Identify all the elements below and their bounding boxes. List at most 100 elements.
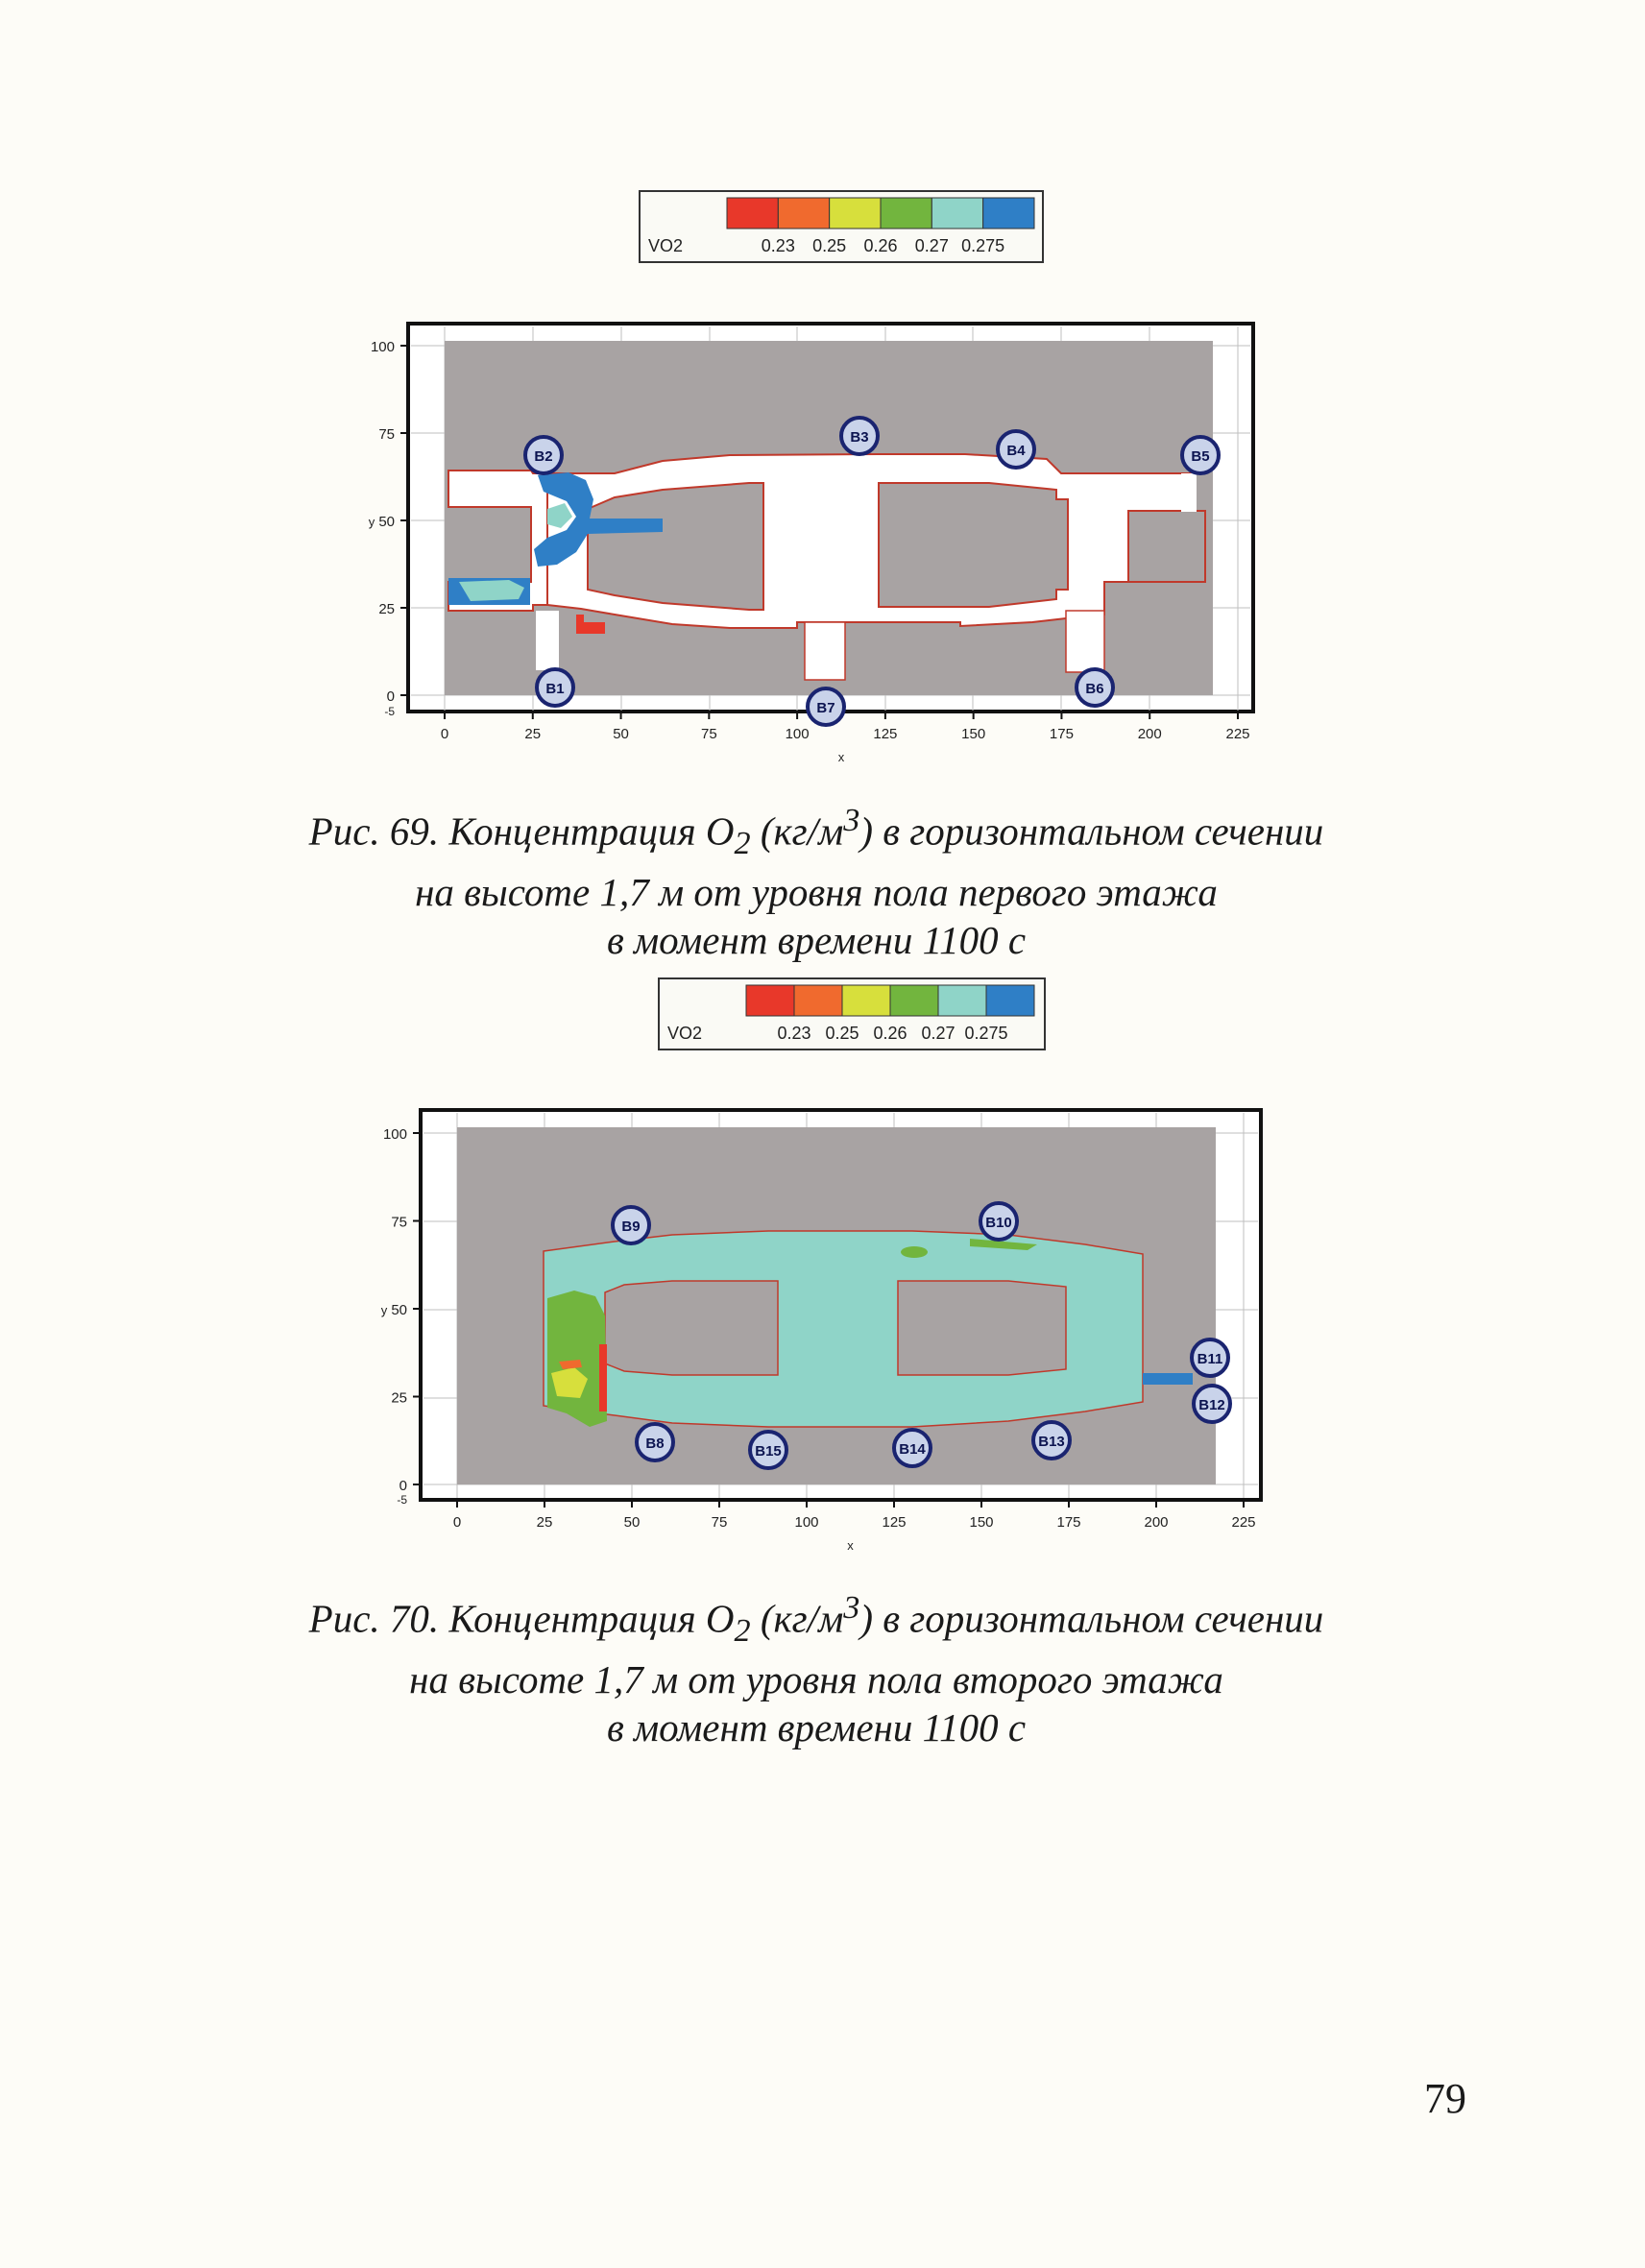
y-tick-label: 25 [391, 1390, 407, 1407]
marker-label: B12 [1198, 1397, 1225, 1413]
x-tick-label: 75 [701, 726, 717, 742]
marker-circle [635, 1422, 675, 1462]
x-tick-label: 125 [873, 726, 897, 742]
marker-circle [535, 667, 575, 708]
marker-circle [523, 435, 564, 475]
o2-patch-green [547, 1291, 607, 1427]
marker-label: B5 [1191, 448, 1209, 465]
exit-b1 [536, 611, 559, 670]
x-tick-label: 150 [969, 1514, 993, 1531]
x-tick-label: 175 [1056, 1514, 1080, 1531]
right-inner-block [878, 482, 1069, 608]
right-block [1127, 510, 1206, 583]
x-tick-label: 100 [794, 1514, 818, 1531]
o2-patch-blue [534, 472, 663, 567]
y-tick-label: 0 [387, 688, 395, 705]
caption-line1: Рис. 70. Концентрация O2 (кг/м3) в гориз… [308, 1590, 1324, 1649]
marker-label: B8 [645, 1436, 664, 1452]
inner-block-right [897, 1280, 1067, 1376]
y-min-label: -5 [384, 705, 395, 718]
caption-line2: на высоте 1,7 м от уровня пола второго э… [409, 1656, 1223, 1701]
marker-circle [996, 429, 1036, 470]
caption-line2: на высоте 1,7 м от уровня пола первого э… [415, 869, 1218, 914]
marker-label: B2 [534, 448, 552, 465]
x-tick-label: 225 [1225, 726, 1249, 742]
x-tick-label: 50 [613, 726, 629, 742]
x-tick-label: 150 [961, 726, 985, 742]
y-min-label: -5 [397, 1493, 407, 1507]
caption-fig69: Рис. 69. Концентрация O2 (кг/м3) в гориз… [240, 797, 1392, 964]
o2-patch-red [599, 1344, 607, 1411]
exit-b7 [804, 621, 846, 681]
inner-block-left [604, 1280, 779, 1376]
o2-patch-blue-inner [547, 503, 572, 528]
caption-line1: Рис. 69. Концентрация O2 (кг/м3) в гориз… [308, 803, 1324, 861]
marker-circle [892, 1428, 932, 1468]
marker-circle [748, 1430, 788, 1470]
x-tick-label: 0 [441, 726, 448, 742]
y-tick-label: 50 [378, 514, 395, 530]
marker-label: B4 [1006, 443, 1026, 459]
o2-patch-orange [559, 1360, 582, 1369]
o2-duct-b11 [1143, 1373, 1193, 1385]
o2-region-main [543, 1230, 1144, 1428]
marker-circle [1031, 1420, 1072, 1460]
o2-patch-top-green [970, 1239, 1037, 1250]
x-tick-label: 175 [1050, 726, 1074, 742]
o2-patch-red [576, 615, 605, 634]
y-tick-label: 50 [391, 1302, 407, 1318]
y-tick-label: 0 [399, 1478, 407, 1494]
marker-label: B14 [899, 1441, 926, 1458]
left-inner-block [587, 482, 764, 611]
marker-label: B6 [1085, 681, 1103, 697]
x-tick-label: 25 [537, 1514, 553, 1531]
y-tick-label: 100 [371, 339, 395, 355]
marker-label: B10 [985, 1215, 1012, 1231]
x-tick-label: 125 [882, 1514, 906, 1531]
marker-circle [1180, 435, 1221, 475]
x-tick-label: 200 [1138, 726, 1162, 742]
x-tick-label: 0 [453, 1514, 461, 1531]
y-axis-label: y [381, 1303, 388, 1317]
exit-b5 [1181, 473, 1197, 512]
x-axis-label: x [838, 750, 845, 764]
y-tick-label: 75 [391, 1215, 407, 1231]
x-tick-label: 75 [712, 1514, 728, 1531]
marker-label: B7 [816, 700, 835, 716]
y-tick-label: 75 [378, 426, 395, 443]
exit-b6 [1065, 610, 1105, 673]
x-tick-label: 25 [524, 726, 541, 742]
o2-patch-small-green [901, 1246, 928, 1258]
marker-label: B13 [1038, 1434, 1065, 1450]
marker-label: B15 [755, 1443, 782, 1460]
y-tick-label: 100 [383, 1126, 407, 1143]
marker-circle [1192, 1384, 1232, 1424]
y-axis-label: y [369, 515, 375, 529]
y-tick-label: 25 [378, 601, 395, 617]
marker-label: B9 [621, 1218, 640, 1235]
marker-label: B3 [850, 429, 868, 446]
o2-patch-yellow [551, 1367, 588, 1398]
marker-circle [979, 1201, 1019, 1242]
page-number: 79 [1424, 2075, 1466, 2122]
x-axis-label: x [847, 1538, 854, 1553]
x-tick-label: 200 [1144, 1514, 1168, 1531]
marker-circle [1075, 667, 1115, 708]
x-tick-label: 50 [624, 1514, 641, 1531]
o2-patch-left-inner [459, 580, 524, 601]
x-tick-label: 100 [786, 726, 810, 742]
caption-fig70: Рис. 70. Концентрация O2 (кг/м3) в гориз… [240, 1584, 1392, 1751]
marker-circle [806, 687, 846, 727]
caption-line3: в момент времени 1100 с [606, 917, 1027, 962]
x-tick-label: 225 [1231, 1514, 1255, 1531]
marker-circle [839, 416, 880, 456]
marker-label: B11 [1197, 1351, 1223, 1367]
